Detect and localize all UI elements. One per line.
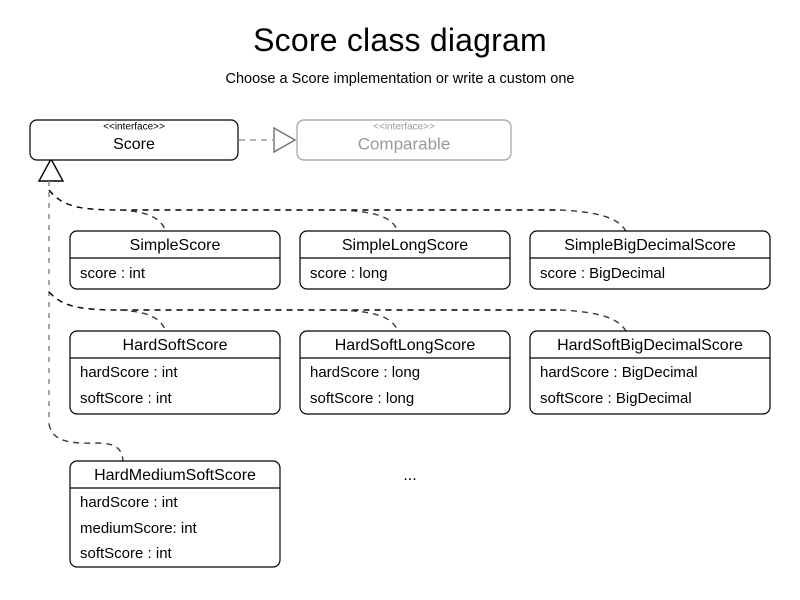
page-subtitle: Choose a Score implementation or write a… <box>225 71 575 87</box>
realization-connector <box>239 126 297 154</box>
class-attribute: hardScore : long <box>310 364 420 381</box>
page-title: Score class diagram <box>253 22 547 58</box>
score-name: Score <box>113 136 155 153</box>
class-box-simplescore[interactable]: SimpleScore score : int <box>69 230 281 290</box>
class-name: HardSoftBigDecimalScore <box>557 337 743 354</box>
diagram-header: Score class diagram Choose a Score imple… <box>0 0 800 88</box>
class-box-comparable[interactable]: <<interface>> Comparable <box>296 119 512 161</box>
class-name: SimpleScore <box>130 237 221 254</box>
class-box-hardsoftlongscore[interactable]: HardSoftLongScore hardScore : long softS… <box>299 330 511 415</box>
class-attribute: hardScore : int <box>80 364 178 381</box>
class-attribute: softScore : BigDecimal <box>540 390 692 407</box>
class-attribute: score : BigDecimal <box>540 265 665 282</box>
class-name: SimpleLongScore <box>342 237 468 254</box>
class-name: HardSoftScore <box>123 337 228 354</box>
class-attribute: score : int <box>80 265 146 282</box>
connector-row-3 <box>48 423 124 462</box>
class-box-score[interactable]: <<interface>> Score <box>29 119 239 161</box>
connector-row-2 <box>48 291 627 332</box>
connector-row-1 <box>48 189 627 232</box>
class-attribute: softScore : int <box>80 390 173 407</box>
generalization-arrowhead <box>37 157 65 182</box>
more-classes-indicator: ... <box>403 467 416 484</box>
class-attribute: softScore : int <box>80 545 173 562</box>
comparable-stereotype: <<interface>> <box>373 122 435 133</box>
class-name: SimpleBigDecimalScore <box>564 237 736 254</box>
class-attribute: hardScore : BigDecimal <box>540 364 698 381</box>
class-attribute: hardScore : int <box>80 494 178 511</box>
class-attribute: score : long <box>310 265 388 282</box>
class-box-simplelongscore[interactable]: SimpleLongScore score : long <box>299 230 511 290</box>
comparable-name: Comparable <box>358 135 451 154</box>
class-attribute: mediumScore: int <box>80 520 198 537</box>
class-box-hardsoftbigdecimalscore[interactable]: HardSoftBigDecimalScore hardScore : BigD… <box>529 330 771 415</box>
class-name: HardMediumSoftScore <box>94 467 256 484</box>
class-name: HardSoftLongScore <box>335 337 476 354</box>
class-box-hardmediumsoftscore[interactable]: HardMediumSoftScore hardScore : int medi… <box>69 460 281 568</box>
class-box-hardsoftscore[interactable]: HardSoftScore hardScore : int softScore … <box>69 330 281 415</box>
class-box-simplebigdecimalscore[interactable]: SimpleBigDecimalScore score : BigDecimal <box>529 230 771 290</box>
score-stereotype: <<interface>> <box>103 122 165 133</box>
class-attribute: softScore : long <box>310 390 414 407</box>
